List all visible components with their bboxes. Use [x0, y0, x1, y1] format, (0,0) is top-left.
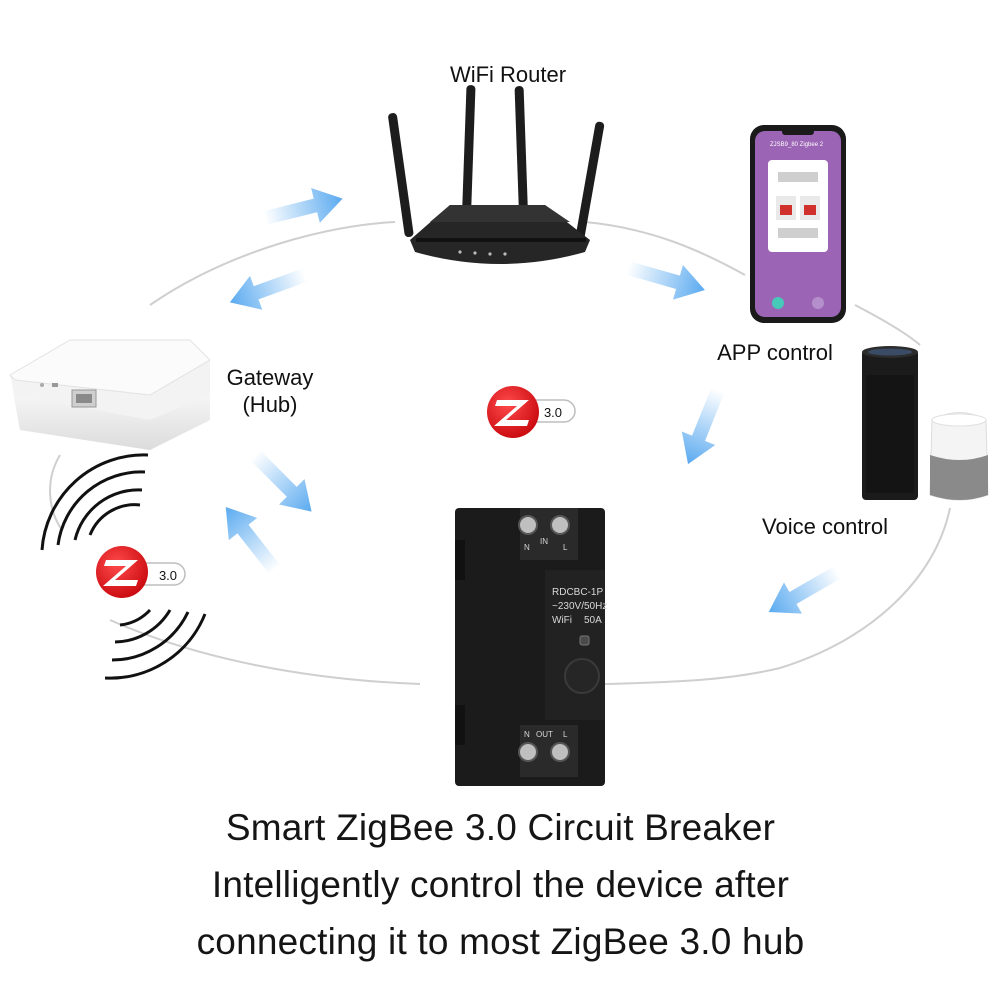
gateway-hub-icon — [9, 339, 211, 450]
gateway-label: Gateway — [226, 365, 314, 390]
flow-arrow-hub-to-router — [260, 181, 347, 236]
smart-speaker-icon — [862, 346, 918, 500]
flow-arrow-voice-to-breaker — [759, 556, 847, 628]
router-label: WiFi Router — [449, 62, 567, 87]
terminal-bottom-l: L — [563, 730, 568, 739]
flow-arrow-router-to-app — [623, 250, 710, 308]
caption-line-3: connecting it to most ZigBee 3.0 hub — [196, 921, 805, 962]
terminal-top-l: L — [563, 543, 568, 552]
terminal-bottom-n: N — [524, 730, 530, 739]
caption-line-2: Intelligently control the device after — [211, 864, 790, 905]
zigbee-version-badge-center: 3.0 — [544, 405, 562, 420]
signal-waves-icon — [40, 453, 207, 680]
home-speaker-icon — [929, 412, 989, 501]
zigbee-version-badge-left: 3.0 — [159, 568, 177, 583]
flow-arrow-hub-to-breaker — [242, 442, 325, 525]
breaker-current: 50A — [584, 615, 602, 626]
zigbee-logo-icon: 3.0 — [487, 386, 576, 438]
voice-control-label: Voice control — [762, 514, 888, 539]
orbit-ring — [49, 221, 951, 685]
circuit-breaker-device — [455, 508, 605, 786]
flow-arrow-breaker-to-hub — [211, 495, 290, 582]
phone-app-title: ZJSB9_80 Zigbee 2 — [770, 142, 824, 148]
flow-arrow-app-to-breaker — [671, 383, 735, 471]
router-icon — [388, 85, 605, 264]
breaker-model: RDCBC-1P — [552, 587, 603, 598]
flow-arrow-router-to-hub — [223, 258, 312, 320]
phone-icon — [750, 125, 846, 323]
breaker-wifi: WiFi — [552, 615, 572, 626]
app-control-label: APP control — [717, 340, 833, 365]
terminal-bottom-out: OUT — [536, 730, 553, 739]
gateway-hub-label: (Hub) — [242, 392, 298, 417]
terminal-top-n: N — [524, 543, 530, 552]
terminal-top-in: IN — [540, 537, 548, 546]
caption-title: Smart ZigBee 3.0 Circuit Breaker — [225, 807, 776, 848]
zigbee-logo-icon: 3.0 — [96, 546, 186, 598]
breaker-rating: ~230V/50Hz — [552, 601, 607, 612]
